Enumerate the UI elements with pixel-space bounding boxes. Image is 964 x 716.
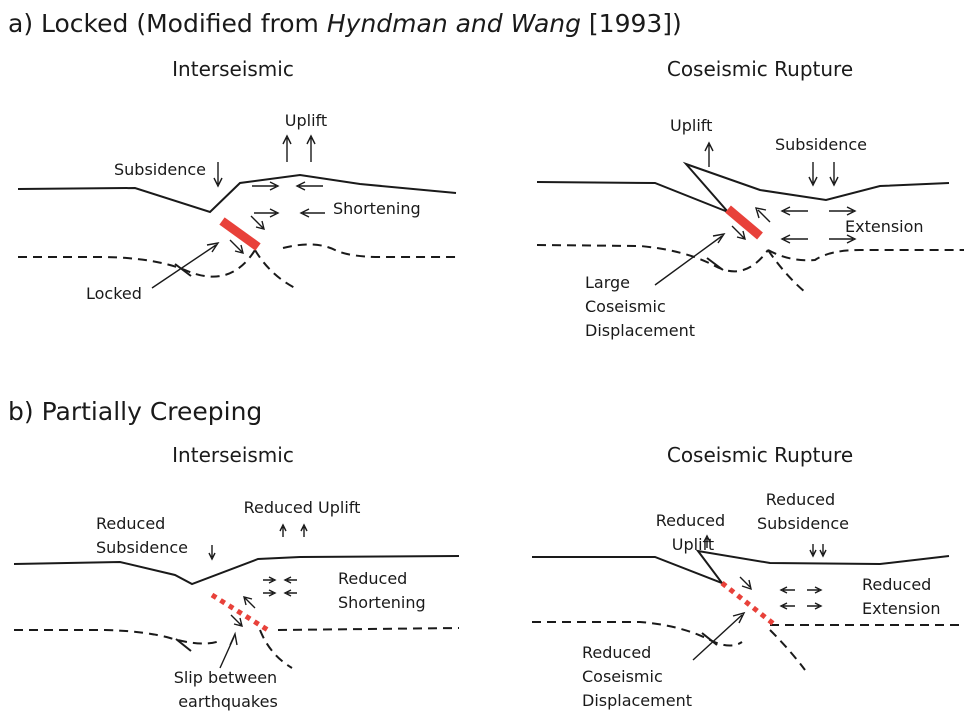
slab-line (254, 249, 296, 289)
plate-interface-line (18, 249, 256, 278)
uplift-arrow (306, 134, 316, 162)
subsidence-arrow (809, 544, 817, 558)
slip-pointer (219, 631, 238, 669)
uplift-arrow (300, 523, 308, 537)
shortening-arrow (283, 589, 297, 597)
locked-label: Locked (86, 284, 142, 303)
slip-arrow (731, 225, 746, 240)
rupture-zone (725, 205, 763, 240)
subsidence-arrow (808, 162, 818, 187)
shortening-arrow (263, 589, 277, 597)
creeping-zone (210, 592, 273, 635)
slip-arrow (229, 239, 244, 254)
extension-arrow (807, 586, 823, 594)
surface-line (532, 549, 950, 586)
panel-b-coseismic: Coseismic Rupture Reduced Uplift Reduced… (532, 443, 964, 710)
uplift-label: Reduced Uplift (244, 498, 361, 517)
shortening-label: Shortening (333, 199, 421, 218)
extension-arrow (780, 234, 808, 244)
subsidence-label: Reduced Subsidence (96, 514, 188, 557)
locked-pointer (151, 242, 220, 289)
subsidence-arrow (213, 162, 223, 188)
subsidence-arrow (208, 545, 216, 561)
uplift-arrow (282, 134, 292, 162)
shortening-label: Reduced Shortening (338, 569, 426, 612)
subsidence-label: Subsidence (114, 160, 206, 179)
extension-arrow (807, 602, 823, 610)
slip-arrow (250, 215, 265, 230)
panel-a-interseismic: Interseismic Uplift Subsidence Shortenin… (17, 57, 457, 303)
extension-arrow (779, 602, 795, 610)
subsidence-arrow (819, 544, 827, 558)
uplift-label: Reduced Uplift (656, 511, 730, 554)
slip-label: Slip between earthquakes (174, 668, 283, 711)
surface-line (17, 173, 457, 214)
extension-label: Extension (845, 217, 924, 236)
mantle-line (282, 243, 456, 258)
shortening-arrow (295, 181, 323, 191)
tick-mark (701, 632, 718, 646)
tick-mark (175, 638, 192, 652)
displacement-label: Large Coseismic Displacement (585, 273, 695, 340)
creeping-zone (720, 581, 777, 627)
panel-title: Interseismic (172, 443, 294, 467)
mantle-line (277, 627, 460, 631)
extension-arrow (829, 234, 857, 244)
plate-interface-line (536, 244, 769, 273)
panel-title: Interseismic (172, 57, 294, 81)
tick-mark (706, 257, 724, 271)
uplift-arrow (279, 523, 287, 537)
displacement-label: Reduced Coseismic Displacement (582, 643, 692, 710)
uplift-arrow (704, 141, 714, 167)
extension-arrow (829, 206, 857, 216)
panel-title: Coseismic Rupture (667, 443, 853, 467)
panel-title: Coseismic Rupture (667, 57, 853, 81)
slab-line (259, 629, 293, 669)
shortening-arrow (263, 576, 277, 584)
slip-arrow (739, 576, 752, 591)
subsidence-label: Subsidence (775, 135, 867, 154)
slab-line (769, 629, 806, 671)
extension-label: Reduced Extension (862, 575, 941, 618)
slab-line (767, 249, 806, 293)
extension-arrow (780, 206, 808, 216)
slip-arrow (230, 614, 243, 627)
shortening-arrow (299, 208, 325, 218)
shortening-arrow (252, 181, 280, 191)
subsidence-arrow (829, 162, 839, 187)
section-a-heading: a) Locked (Modified from Hyndman and Wan… (8, 9, 682, 38)
uplift-label: Uplift (670, 116, 712, 135)
slip-arrow (754, 207, 771, 223)
section-b-heading: b) Partially Creeping (8, 397, 262, 426)
panel-a-coseismic: Coseismic Rupture Uplift Subsidence Exte… (536, 57, 964, 340)
surface-line (536, 161, 950, 213)
uplift-label: Uplift (285, 111, 327, 130)
panel-b-interseismic: Interseismic Reduced Uplift Reduced Subs… (13, 443, 460, 711)
uplift-arrow (703, 534, 711, 548)
plate-interface-line (14, 629, 223, 645)
subsidence-label: Reduced Subsidence (757, 490, 849, 533)
surface-line (13, 555, 460, 586)
locked-zone (219, 217, 261, 251)
slip-arrow (243, 596, 256, 609)
tick-mark (174, 263, 192, 277)
shortening-arrow (254, 208, 280, 218)
shortening-arrow (283, 576, 297, 584)
displacement-pointer (692, 611, 746, 661)
extension-arrow (779, 586, 795, 594)
mantle-line (767, 249, 964, 262)
displacement-pointer (654, 233, 726, 286)
